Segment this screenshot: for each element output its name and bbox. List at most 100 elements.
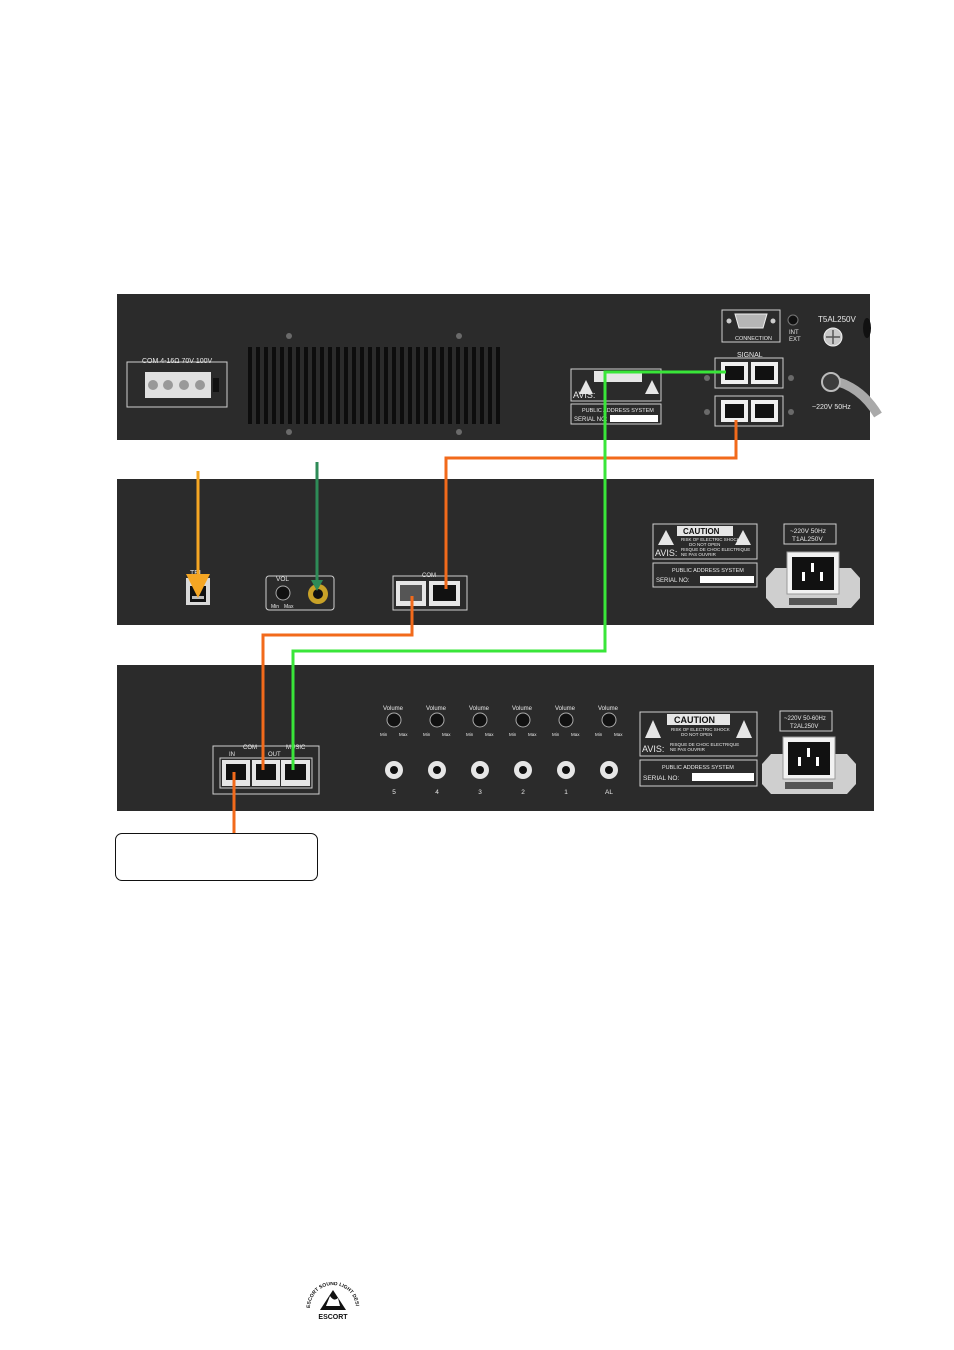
svg-text:DO NOT OPEN: DO NOT OPEN — [689, 542, 720, 547]
svg-text:AVIS:: AVIS: — [573, 390, 595, 400]
logo-name: ESCORT — [318, 1314, 348, 1321]
com-port-2[interactable] — [429, 581, 460, 606]
svg-text:AVIS:: AVIS: — [642, 744, 664, 754]
amplifier-caution-label: AVIS: PUBLIC ADDRESS SYSTEM SERIAL NO: — [570, 368, 662, 425]
svg-text:~220V 50Hz: ~220V 50Hz — [790, 528, 826, 535]
svg-text:CAUTION: CAUTION — [683, 527, 720, 536]
zone-number: 2 — [521, 789, 525, 796]
music-cable — [291, 370, 726, 770]
jack-socket — [390, 766, 398, 774]
speaker-terminal-block[interactable]: COM 4-16Ω 70V 100V — [126, 358, 228, 408]
svg-text:RISK OF ELECTRIC SHOCK: RISK OF ELECTRIC SHOCK — [681, 537, 740, 542]
zone-caution-label: CAUTION RISK OF ELECTRIC SHOCK DO NOT OP… — [639, 711, 758, 787]
com-music-port-group: COM MUSIC IN OUT — [212, 745, 320, 795]
svg-text:CONNECTION: CONNECTION — [735, 336, 772, 342]
svg-text:NE PAS OUVRIR: NE PAS OUVRIR — [670, 747, 706, 752]
volume-label: Volume — [598, 706, 619, 712]
music-out-port[interactable] — [281, 760, 310, 786]
db9-connection-port[interactable]: CONNECTION — [721, 309, 781, 343]
iec-power-inlet[interactable] — [766, 551, 860, 608]
svg-text:AVIS:: AVIS: — [655, 548, 677, 558]
signal-port-out-2[interactable] — [751, 400, 778, 422]
svg-text:Min: Min — [271, 604, 279, 610]
zone-chassis — [117, 665, 874, 811]
svg-text:RISQUE DE CHOC ELECTRIQUE: RISQUE DE CHOC ELECTRIQUE — [681, 547, 750, 552]
com-out-port[interactable] — [252, 760, 280, 786]
svg-text:SERIAL NO:: SERIAL NO: — [656, 578, 690, 584]
iec-power-inlet[interactable] — [762, 736, 856, 794]
warning-triangle-icon — [736, 720, 752, 738]
warning-triangle-icon — [658, 530, 674, 545]
svg-text:T1AL250V: T1AL250V — [792, 536, 823, 543]
zone-volume-knob[interactable] — [601, 712, 617, 728]
zone-volume-knob[interactable] — [558, 712, 574, 728]
max-label: Max — [614, 732, 623, 737]
zone-number: 3 — [478, 789, 482, 796]
zone-volume-knob[interactable] — [429, 712, 445, 728]
min-label: Min — [552, 732, 560, 737]
control-power-rating: ~220V 50Hz T1AL250V — [783, 523, 837, 545]
volume-label: Volume — [383, 706, 404, 712]
com-cable-control-to-zone — [261, 596, 414, 770]
signal-port-out-1[interactable] — [751, 362, 778, 384]
signal-port-group: SIGNAL — [714, 352, 784, 427]
fuse-holder[interactable]: T5AL250V — [818, 315, 856, 347]
zone-volume-knob[interactable] — [386, 712, 402, 728]
svg-text:T2AL250V: T2AL250V — [790, 724, 818, 730]
svg-text:EXT: EXT — [789, 337, 801, 343]
min-label: Min — [466, 732, 474, 737]
svg-text:OUT: OUT — [268, 752, 281, 758]
svg-text:TEL: TEL — [190, 570, 203, 577]
jack-socket — [476, 766, 484, 774]
svg-text:Max: Max — [284, 604, 294, 610]
volume-label: Volume — [469, 706, 490, 712]
svg-text:PUBLIC ADDRESS SYSTEM: PUBLIC ADDRESS SYSTEM — [662, 765, 734, 771]
svg-text:T5AL250V: T5AL250V — [818, 315, 856, 324]
amplifier-panel: COM 4-16Ω 70V 100V AVIS: PUBLIC ADDRESS … — [117, 294, 882, 440]
zone-volume-knob[interactable] — [515, 712, 531, 728]
jack-socket — [433, 766, 441, 774]
jack-socket — [562, 766, 570, 774]
com-port-group: COM — [392, 573, 468, 611]
warning-triangle-icon — [645, 380, 659, 394]
svg-text:~220V 50Hz: ~220V 50Hz — [812, 404, 851, 411]
max-label: Max — [528, 732, 537, 737]
com-in-port[interactable] — [222, 760, 250, 786]
zone-number: 4 — [435, 789, 439, 796]
volume-input-block: VOL Min Max — [265, 575, 335, 611]
zone-number: 1 — [564, 789, 568, 796]
svg-text:VOL: VOL — [276, 576, 289, 583]
svg-text:NE PAS OUVRIR: NE PAS OUVRIR — [681, 552, 717, 557]
jack-socket — [519, 766, 527, 774]
volume-label: Volume — [555, 706, 576, 712]
int-ext-switch[interactable]: INT EXT — [787, 314, 801, 343]
svg-text:RISK OF ELECTRIC SHOCK: RISK OF ELECTRIC SHOCK — [671, 727, 730, 732]
zone-volume-knob[interactable] — [472, 712, 488, 728]
control-caution-label: CAUTION RISK OF ELECTRIC SHOCK DO NOT OP… — [652, 523, 758, 588]
max-label: Max — [571, 732, 580, 737]
svg-text:PUBLIC ADDRESS SYSTEM: PUBLIC ADDRESS SYSTEM — [672, 568, 744, 574]
amplifier-power-cable: ~220V 50Hz — [812, 372, 882, 418]
volume-knob[interactable] — [275, 585, 291, 601]
min-label: Min — [595, 732, 603, 737]
arrow-head-icon — [311, 580, 323, 591]
volume-label: Volume — [512, 706, 533, 712]
signal-port-in-2[interactable] — [721, 400, 748, 422]
warning-triangle-icon — [735, 530, 751, 545]
svg-text:SERIAL NO:: SERIAL NO: — [643, 775, 679, 782]
jack-socket — [605, 766, 613, 774]
svg-text:COM: COM — [243, 745, 257, 751]
signal-port-in-1[interactable] — [721, 362, 748, 384]
svg-text:RISQUE DE CHOC ELECTRIQUE: RISQUE DE CHOC ELECTRIQUE — [670, 742, 739, 747]
control-chassis — [117, 479, 874, 625]
zone-power-rating: ~220V 50-60Hz T2AL250V — [779, 710, 833, 732]
zone-number: 5 — [392, 789, 396, 796]
ventilation-grille — [248, 347, 501, 424]
svg-text:SIGNAL: SIGNAL — [737, 352, 763, 359]
